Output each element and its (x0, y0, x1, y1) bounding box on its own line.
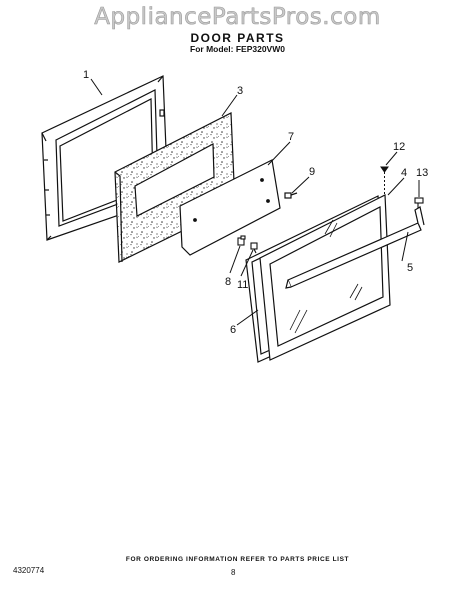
callout-4: 4 (401, 167, 407, 179)
model-number: FEP320VW0 (235, 44, 285, 54)
callout-7: 7 (288, 131, 294, 143)
part-door-handle (285, 206, 425, 289)
part-screw-13 (414, 197, 424, 208)
callout-8: 8 (225, 276, 231, 288)
part-door-plate (179, 159, 281, 256)
ordering-note: FOR ORDERING INFORMATION REFER TO PARTS … (125, 556, 350, 563)
callout-5: 5 (407, 262, 413, 274)
page-number: 8 (231, 568, 236, 577)
part-screw-9 (284, 192, 298, 199)
callout-9: 9 (309, 166, 315, 178)
leader-lines (90, 78, 420, 326)
part-clip-11 (250, 242, 258, 254)
part-door-insulation (114, 112, 236, 263)
callout-13: 13 (416, 167, 428, 179)
document-number: 4320774 (13, 566, 45, 575)
part-plug-12 (380, 166, 389, 173)
watermark-logo: AppliancePartsPros.com (94, 4, 381, 31)
callout-1: 1 (83, 69, 89, 81)
model-line: For Model: FEP320VW0 (0, 44, 475, 54)
part-clip-8 (237, 235, 246, 246)
callout-12: 12 (393, 141, 405, 153)
callout-11: 11 (237, 279, 248, 291)
callout-3: 3 (237, 85, 243, 97)
callout-6: 6 (230, 324, 236, 336)
page-title: DOOR PARTS (190, 31, 285, 45)
model-prefix: For Model: (190, 44, 234, 54)
part-outer-door-glass (259, 194, 391, 361)
